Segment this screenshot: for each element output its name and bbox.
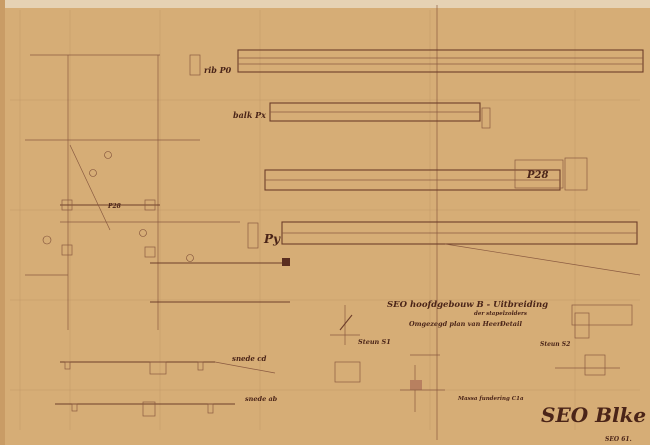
title-line2: der stapelzolders [474, 311, 527, 317]
sheet-number: SEO Blke 61 [541, 403, 650, 427]
label-p28-left: P28 [107, 203, 122, 210]
label-py: Py [263, 232, 281, 246]
floor-plan-left [25, 54, 290, 330]
label-steun-s2: Steun S2 [540, 341, 570, 348]
detail-massa-fundering [400, 354, 445, 412]
detail-p28 [514, 157, 588, 191]
title-line1: SEO hoofdgebouw B - Uitbreiding [387, 300, 548, 310]
beam-middle [264, 169, 561, 191]
detail-steun-s2 [555, 304, 633, 376]
grid-lines [10, 10, 640, 430]
section-ab [55, 401, 235, 417]
paper-left-edge [0, 0, 5, 445]
label-steun-s1: Steun S1 [358, 338, 391, 346]
beam-py [247, 221, 641, 276]
label-p28: P28 [526, 170, 548, 181]
label-massa-fundering: Massa fundering C1a [457, 396, 524, 402]
detail-steun-s1 [330, 305, 361, 383]
paper-top-edge [0, 0, 650, 8]
beam-balk-px [269, 102, 491, 129]
subtitle: Omgezegd plan van Heer- [409, 320, 503, 328]
label-snede-cd: snede cd [232, 354, 267, 363]
label-balk-px: balk Px [233, 110, 266, 120]
section-cd [60, 361, 276, 375]
label-detail: Detail [499, 320, 522, 328]
label-rib-p0: rib P0 [204, 65, 232, 75]
sheet-reference: SEO 61. [605, 436, 632, 443]
label-snede-ab: snede ab [245, 395, 278, 403]
beam-rib-p0 [189, 49, 644, 76]
